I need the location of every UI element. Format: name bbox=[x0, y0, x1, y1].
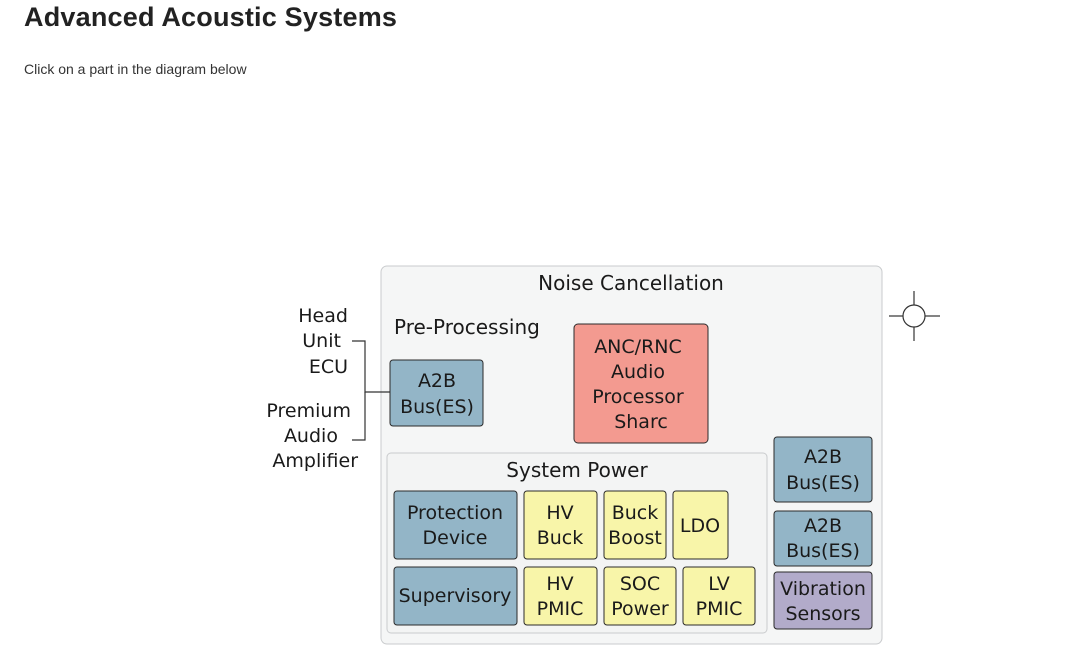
system-power-title: System Power bbox=[506, 458, 648, 482]
svg-text:LDO: LDO bbox=[680, 515, 720, 537]
crosshair-icon bbox=[889, 291, 940, 341]
page-title: Advanced Acoustic Systems bbox=[24, 2, 398, 32]
pre-processing-title: Pre-Processing bbox=[394, 315, 540, 339]
ldo-block[interactable]: LDO bbox=[672, 490, 729, 560]
noise-cancellation-title: Noise Cancellation bbox=[538, 271, 724, 295]
svg-text:Supervisory: Supervisory bbox=[399, 585, 512, 607]
premium-audio-amplifier-label: Premium Audio Amplifier bbox=[266, 400, 358, 472]
svg-text:ANC/RNC Audio Proc: ANC/RNC Audio Processor Sharc bbox=[592, 336, 690, 433]
supervisory-block[interactable]: Supervisory bbox=[393, 566, 518, 626]
head-unit-ecu-label: Head Unit ECU bbox=[298, 305, 354, 378]
head-unit-connector bbox=[352, 340, 391, 393]
page-subtitle: Click on a part in the diagram below bbox=[24, 61, 247, 77]
amplifier-connector bbox=[352, 392, 366, 441]
anc-rnc-audio-processor-block[interactable]: ANC/RNC Audio Processor Sharc bbox=[573, 323, 709, 444]
